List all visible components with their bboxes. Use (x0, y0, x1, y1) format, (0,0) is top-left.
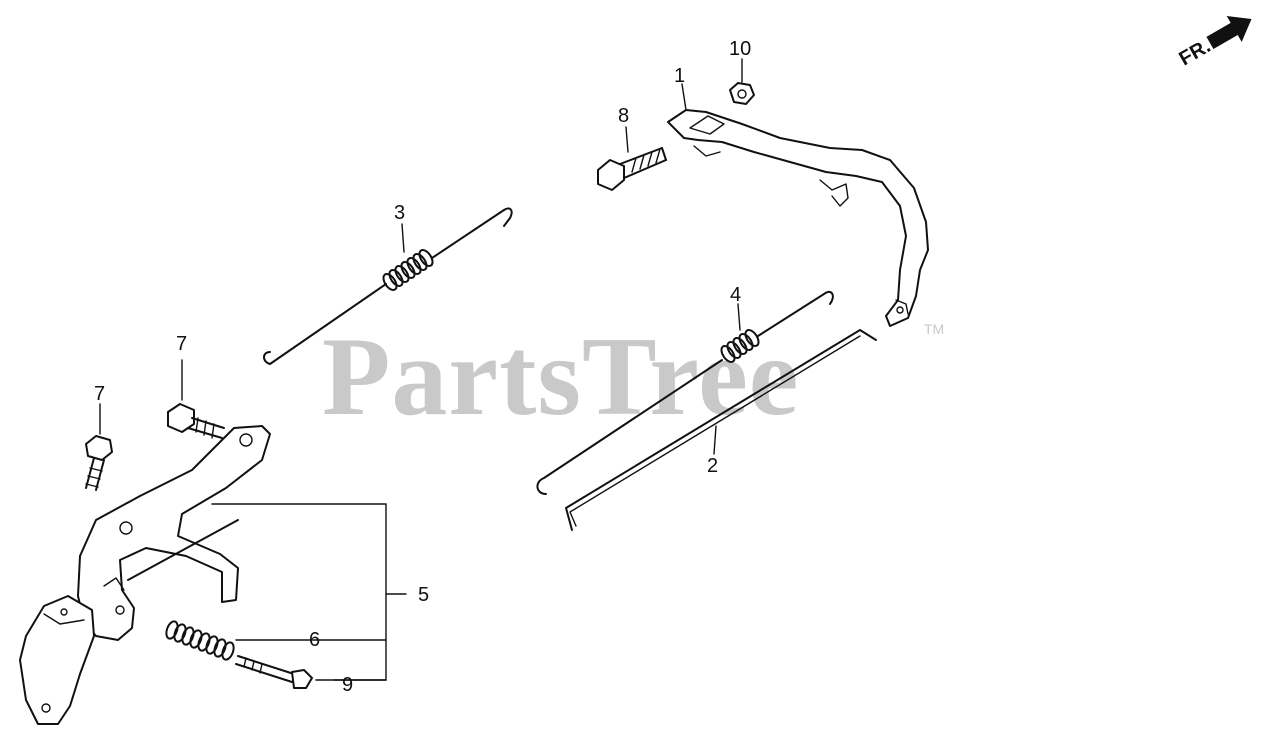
callout-10: 10 (729, 38, 751, 60)
callout-3: 3 (394, 202, 405, 224)
callout-8: 8 (618, 105, 629, 127)
callout-2: 2 (707, 455, 718, 477)
part-2-rod (565, 329, 877, 531)
watermark-trademark: TM (924, 321, 944, 337)
part-1-lever-arm (667, 83, 929, 327)
callout-9: 9 (342, 674, 353, 696)
callout-4: 4 (730, 284, 741, 306)
part-3-spring-rod (263, 207, 513, 365)
front-arrow-icon (1206, 15, 1252, 49)
callout-7-lower: 7 (94, 383, 105, 405)
part-7-bolt-upper (167, 359, 225, 439)
callout-5: 5 (418, 584, 429, 606)
callout-1: 1 (674, 65, 685, 87)
watermark-text: PartsTree (322, 315, 800, 439)
callout-bracket-5-6-9 (211, 503, 407, 681)
part-9-bolt (235, 655, 313, 689)
part-6-spring (165, 620, 235, 661)
callout-7-upper: 7 (176, 333, 187, 355)
part-4-spring-rod (536, 290, 834, 495)
part-5-control-bracket (19, 425, 271, 725)
part-10-nut (729, 58, 755, 105)
part-8-bolt (597, 126, 667, 191)
callout-6: 6 (309, 629, 320, 651)
part-7-bolt-lower (85, 403, 113, 491)
front-direction-indicator: FR. (1176, 15, 1252, 70)
